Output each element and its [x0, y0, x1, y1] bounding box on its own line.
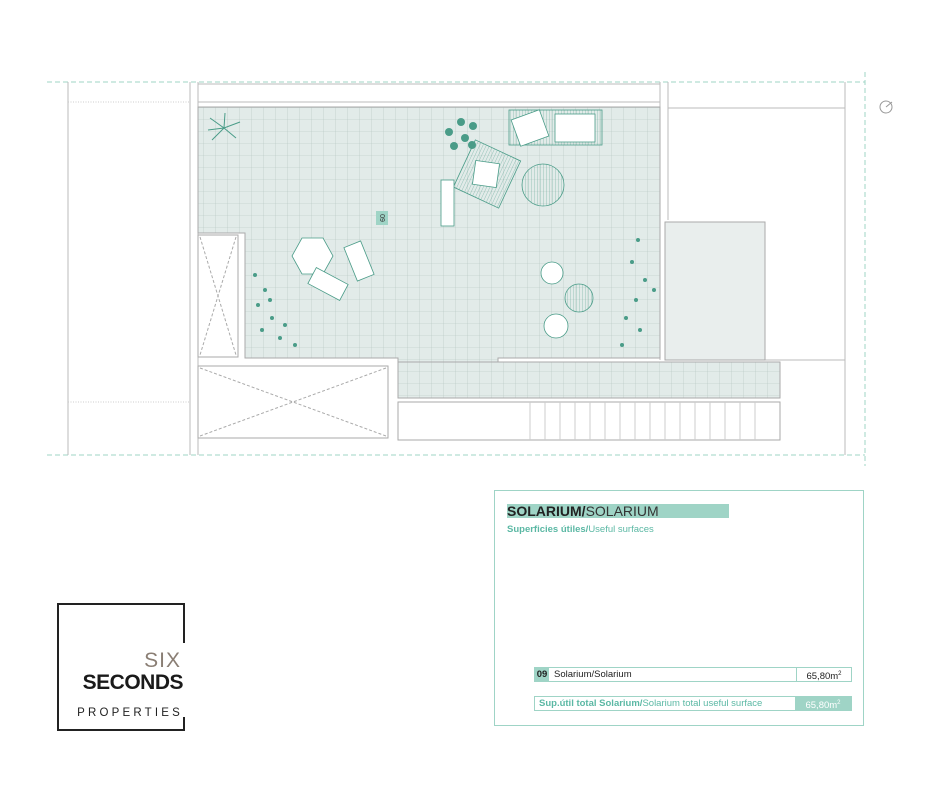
- room-label: Solarium/Solarium: [554, 669, 632, 680]
- room-area: 65,80m2: [796, 668, 851, 682]
- company-logo: SIX SECONDS PROPERTIES: [57, 603, 185, 731]
- room-number: 09: [378, 214, 385, 222]
- surfaces-table: SOLARIUM/SOLARIUM Superficies útiles/Use…: [494, 490, 864, 726]
- plants: [207, 112, 656, 347]
- table-subtitle: Superficies útiles/Useful surfaces: [507, 524, 654, 535]
- table-row: 09 Solarium/Solarium 65,80m2: [534, 667, 852, 682]
- table-title: SOLARIUM/SOLARIUM: [507, 504, 729, 518]
- void-left: [197, 234, 389, 439]
- room-number: 09: [535, 668, 549, 681]
- total-row: Sup.útil total Solarium/Solarium total u…: [534, 696, 852, 711]
- furniture: [291, 109, 603, 339]
- floor-plan: 09: [47, 72, 893, 466]
- terrace-area: [664, 221, 766, 361]
- total-area: 65,80m2: [795, 697, 851, 711]
- plot-boundary: [47, 72, 866, 466]
- total-label: Sup.útil total Solarium/Solarium total u…: [539, 698, 763, 709]
- room-number-tag: [376, 211, 388, 225]
- north-arrow-icon: [879, 100, 893, 114]
